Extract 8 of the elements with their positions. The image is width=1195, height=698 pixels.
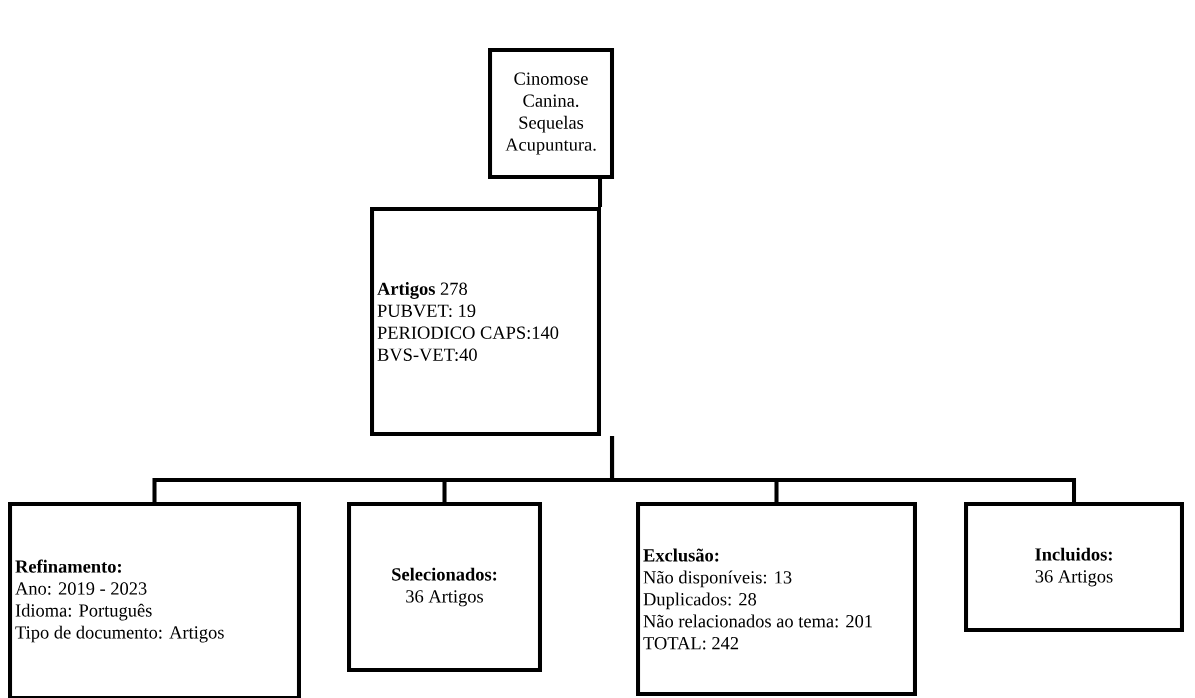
result-box: Refinamento: Ano: 2019 - 2023 Idioma: Português Tipo de documento: Artigos [8, 502, 301, 698]
connector-line [610, 436, 1077, 502]
result-box: Incluidos: 36 Artigos [964, 502, 1184, 632]
title-box: Cinomose Canina. Sequelas Acupuntura. [488, 48, 615, 180]
source-box: Artigos 278 PUBVET: 19 PERIODICO CAPS:140 BVS-VET:40 [370, 207, 601, 436]
result-box: Exclusão: Não disponíveis: 13 Duplicados: 28 Não relacionados ao tema: 201 TOTAL: 242 [636, 502, 917, 696]
connector-line [598, 179, 603, 207]
result-box: Selecionados: 36 Artigos [347, 502, 542, 672]
